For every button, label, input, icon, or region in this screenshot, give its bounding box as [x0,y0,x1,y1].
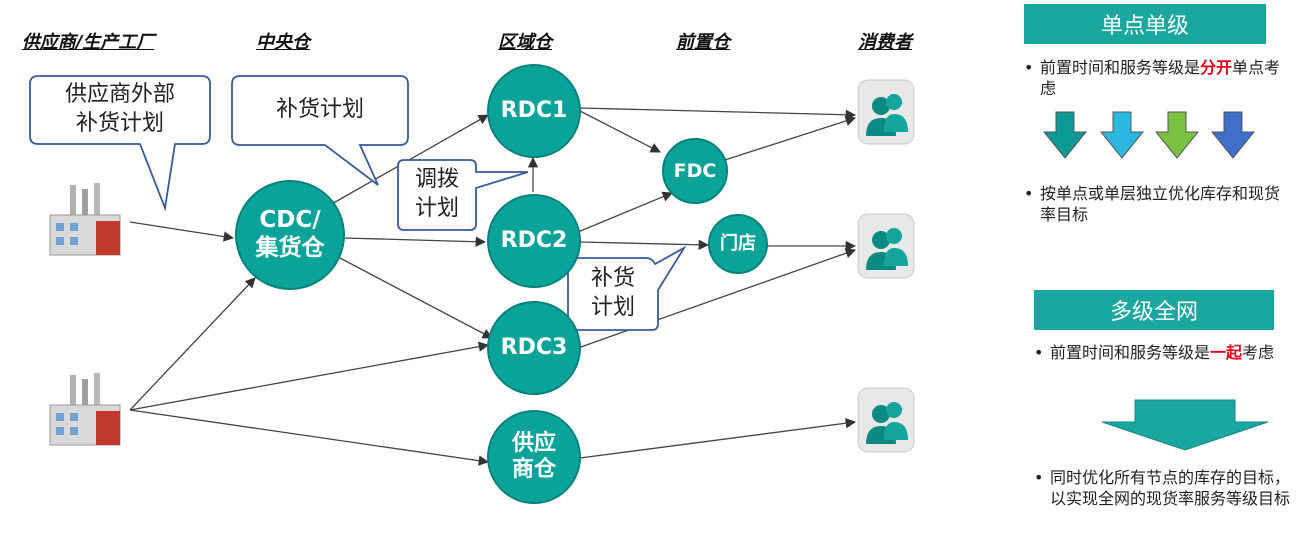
edge-factory1-cdc [129,221,235,242]
bullet-text: 前置时间和服务等级是 [1050,343,1211,362]
panel-multi-bullet-1: • 前置时间和服务等级是一起考虑 [1034,343,1290,364]
header-cdc: 中央仓 [256,32,310,53]
edge-cdc-rdc3 [339,257,493,339]
edge-rdc1-fdc [577,109,661,153]
users-icon [857,387,915,453]
edge-factory2-supplierwh [129,409,490,466]
bullet-text: 考虑 [1242,343,1275,362]
edge-cdc-rdc2 [344,236,487,247]
node-cdc: CDC/ 集货仓 [235,180,345,290]
edge-factory2-rdc3 [129,341,490,411]
callout-cdc-plan: 补货计划 [275,97,364,123]
edge-rdc2-store [579,239,710,250]
panel-single-level-title: 单点单级 [1024,4,1266,44]
bullet-text: 按单点或单层独立优化库存和现货率目标 [1040,184,1281,224]
down-arrow-teal-icon [1042,111,1088,159]
callout-cdc-plan-shape [231,75,409,186]
down-arrow-blue-icon [1210,111,1256,159]
node-rdc1: RDC1 [487,64,581,158]
node-store: 门店 [708,214,768,274]
bullet-dot: • [1024,58,1034,77]
panel-multi-bullet-2: • 同时优化所有节点的库存的目标，以实现全网的现货率服务等级目标 [1034,468,1291,510]
edge-rdc3-consumer2 [577,248,856,349]
callout-supplier-plan: 供应商外部 补货计划 [64,82,175,136]
node-supplier-warehouse-label: 供应 商仓 [511,430,556,482]
node-rdc2-label: RDC2 [500,227,568,253]
node-fdc-label: FDC [673,159,717,182]
edge-rdc2-fdc [577,191,673,233]
header-consumer: 消费者 [858,32,912,53]
edge-rdc1-consumer1 [579,107,857,120]
bullet-dot: • [1034,343,1044,362]
callout-transfer-plan: 调拨 计划 [414,167,459,221]
callout-supplier-plan-shape [29,75,211,212]
node-cdc-label: CDC/ 集货仓 [255,207,325,261]
single-level-arrows [1042,111,1256,159]
node-rdc3: RDC3 [487,301,581,395]
callout-transfer-plan-shape [397,159,529,231]
node-rdc1-label: RDC1 [500,97,568,123]
bullet-text: 前置时间和服务等级是 [1040,58,1201,77]
edge-supplierwh-consumer3 [579,418,857,459]
bullet-emphasis: 一起 [1210,343,1243,362]
header-fdc: 前置仓 [676,32,730,53]
node-rdc3-label: RDC3 [500,334,568,360]
panel-single-bullet-2: • 按单点或单层独立优化库存和现货率目标 [1024,184,1288,226]
bullet-dot: • [1034,468,1044,487]
callout-replenish-plan: 补货 计划 [590,266,635,320]
header-rdc: 区域仓 [498,32,552,53]
panel-single-bullet-1: • 前置时间和服务等级是分开单点考虑 [1024,58,1290,100]
node-store-label: 门店 [720,233,756,255]
edge-factory2-cdc [129,277,256,411]
factory-icon [49,183,121,256]
users-icon [857,213,915,279]
factory-icon [49,373,121,446]
panel-multi-level-title: 多级全网 [1034,290,1274,330]
node-rdc2: RDC2 [487,194,581,288]
bullet-dot: • [1024,184,1034,203]
down-arrow-cyan-icon [1099,111,1145,159]
bullet-text: 同时优化所有节点的库存的目标，以实现全网的现货率服务等级目标 [1050,468,1291,508]
big-down-arrow-icon [1101,399,1269,451]
node-supplier-warehouse: 供应 商仓 [487,410,581,504]
header-supplier: 供应商/生产工厂 [21,32,155,53]
bullet-emphasis: 分开 [1200,58,1233,77]
edge-fdc-consumer1 [724,115,856,161]
node-fdc: FDC [662,138,728,204]
down-arrow-green-icon [1154,111,1200,159]
bullet-text: 单点考虑 [1040,58,1281,98]
users-icon [857,79,915,145]
